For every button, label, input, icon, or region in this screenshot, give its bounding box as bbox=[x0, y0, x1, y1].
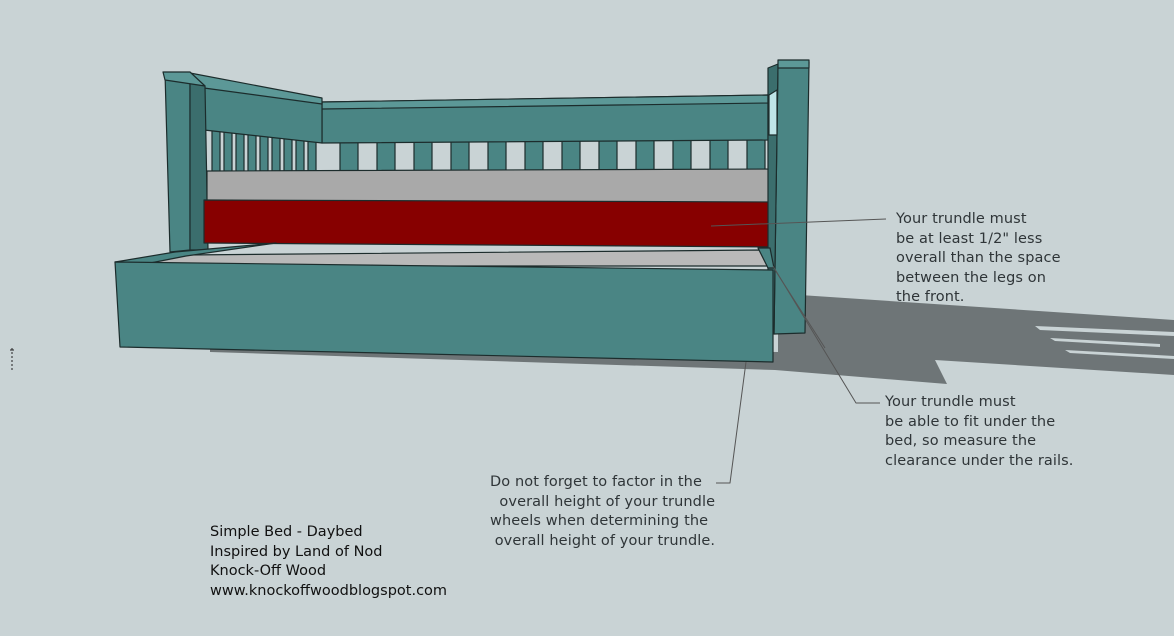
note-line: Your trundle must bbox=[896, 211, 1027, 227]
trundle-box bbox=[114, 261, 774, 363]
ground-shadow-slats bbox=[1065, 350, 1174, 359]
note-line: between the legs on bbox=[896, 269, 1046, 286]
slat bbox=[235, 129, 245, 173]
slat bbox=[247, 129, 257, 173]
ground-shadow bbox=[210, 295, 1174, 384]
leader-clearance bbox=[772, 265, 880, 404]
note-line: overall height of your trundle. bbox=[490, 532, 716, 549]
note-clearance: Your trundle must be able to fit under th… bbox=[885, 393, 1074, 471]
slat bbox=[211, 129, 221, 173]
note-line: Do not forget to factor in the bbox=[490, 474, 702, 490]
note-line: be able to fit under the bbox=[885, 413, 1056, 430]
leader-wheels bbox=[716, 361, 747, 484]
leader-clearance-b bbox=[774, 269, 826, 349]
note-line: overall than the space bbox=[896, 250, 1061, 267]
left-back-post-top bbox=[162, 71, 206, 87]
note-legs-spacing: Your trundle must be at least 1/2" less ov… bbox=[896, 210, 1061, 308]
drawer-front bbox=[203, 199, 777, 248]
note-line: clearance under the rails. bbox=[885, 452, 1074, 469]
credit-line: www.knockoffwoodblogspot.com bbox=[210, 582, 448, 599]
note-line: bed, so measure the bbox=[885, 433, 1037, 450]
back-rail-slats bbox=[211, 129, 766, 173]
note-line: the front. bbox=[896, 289, 965, 306]
slat bbox=[223, 129, 233, 173]
left-back-post bbox=[164, 72, 191, 253]
credit-line: Knock-Off Wood bbox=[210, 563, 327, 580]
right-post bbox=[773, 61, 810, 335]
note-line: Your trundle must bbox=[885, 394, 1016, 410]
note-wheels: Do not forget to factor in the overall h… bbox=[490, 473, 715, 551]
note-line: be at least 1/2" less bbox=[896, 230, 1043, 247]
note-line: overall height of your trundle bbox=[490, 493, 716, 510]
ground-shadow-slats bbox=[1035, 326, 1174, 336]
right-post-glass-panel bbox=[768, 89, 778, 136]
ground-shadow-slats bbox=[1050, 338, 1160, 347]
credit-line: Simple Bed - Daybed bbox=[210, 524, 363, 540]
note-line: wheels when determining the bbox=[490, 513, 709, 530]
credit-line: Inspired by Land of Nod bbox=[210, 543, 383, 560]
leader-legs bbox=[710, 218, 887, 227]
origin-axis-marker bbox=[10, 348, 14, 372]
right-post-cap bbox=[777, 59, 810, 69]
